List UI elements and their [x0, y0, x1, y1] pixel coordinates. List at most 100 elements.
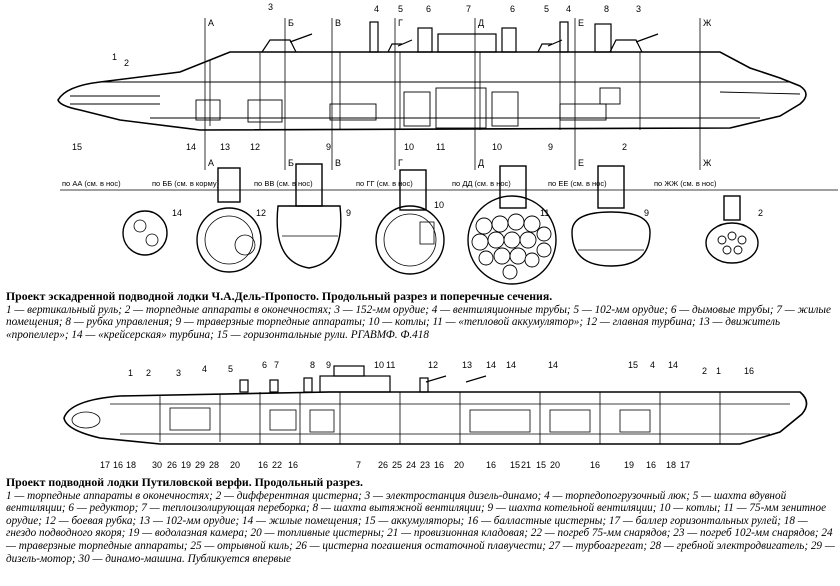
- callout: 15: [72, 142, 82, 152]
- section-mark: Б: [288, 18, 294, 28]
- callout: 2: [758, 208, 763, 218]
- figure2-longitudinal-section: 1 2 3 4 5 6 7 8 9 10 11 12 13 14 14 14 1…: [63, 360, 808, 470]
- callout: 6: [426, 4, 431, 14]
- section-mark: В: [335, 158, 341, 168]
- callout: 20: [454, 460, 464, 470]
- callout: 9: [326, 142, 331, 152]
- callout: 7: [356, 460, 361, 470]
- callout: 15: [628, 360, 638, 370]
- callout: 5: [544, 4, 549, 14]
- callout: 17: [100, 460, 110, 470]
- callout: 14: [668, 360, 678, 370]
- callout: 8: [310, 360, 315, 370]
- section-mark: Г: [398, 158, 403, 168]
- callout: 9: [548, 142, 553, 152]
- callout: 14: [186, 142, 196, 152]
- callout: 12: [250, 142, 260, 152]
- callout: 13: [462, 360, 472, 370]
- callout: 10: [434, 200, 444, 210]
- figure1-caption: Проект эскадренной подводной лодки Ч.А.Д…: [6, 290, 836, 341]
- callout: 14: [548, 360, 558, 370]
- section-label: по ВВ (см. в нос): [254, 179, 313, 188]
- callout: 14: [486, 360, 496, 370]
- section-mark: Б: [288, 158, 294, 168]
- callout: 3: [268, 2, 273, 12]
- callout: 20: [550, 460, 560, 470]
- callout: 2: [124, 58, 129, 68]
- callout: 2: [702, 366, 707, 376]
- section-label: по АА (см. в нос): [62, 179, 121, 188]
- section-label: по ББ (см. в корму): [152, 179, 220, 188]
- callout: 20: [230, 460, 240, 470]
- callout: 9: [326, 360, 331, 370]
- section-label: по ДД (см. в нос): [452, 179, 511, 188]
- callout: 16: [646, 460, 656, 470]
- callout: 4: [566, 4, 571, 14]
- callout: 5: [228, 364, 233, 374]
- callout: 7: [274, 360, 279, 370]
- figure1-legend: 1 — вертикальный руль; 2 — торпедные апп…: [6, 303, 831, 341]
- callout: 10: [404, 142, 414, 152]
- callout: 29: [195, 460, 205, 470]
- callout: 19: [181, 460, 191, 470]
- callout: 12: [428, 360, 438, 370]
- callout: 11: [386, 360, 395, 370]
- callout: 11: [436, 142, 445, 152]
- callout: 1: [716, 366, 721, 376]
- callout: 4: [202, 364, 207, 374]
- callout: 22: [272, 460, 282, 470]
- callout: 16: [486, 460, 496, 470]
- figure2-legend: 1 — торпедные аппараты в оконечностях; 2…: [6, 489, 835, 565]
- callout: 14: [172, 208, 182, 218]
- callout: 5: [398, 4, 403, 14]
- callout: 12: [256, 208, 266, 218]
- callout: 15: [510, 460, 520, 470]
- callout: 6: [510, 4, 515, 14]
- callout: 24: [406, 460, 416, 470]
- figure1-longitudinal-section: А Б В Г Д Е Ж А Б В Г Д Е Ж 1 2 3 4 5 6 …: [57, 2, 807, 170]
- callout: 2: [622, 142, 627, 152]
- callout: 3: [636, 4, 641, 14]
- figure2-caption: Проект подводной лодки Путиловской верфи…: [6, 476, 836, 565]
- callout: 16: [590, 460, 600, 470]
- callout: 18: [126, 460, 136, 470]
- callout: 9: [644, 208, 649, 218]
- callout: 17: [680, 460, 690, 470]
- callout: 8: [604, 4, 609, 14]
- callout: 14: [506, 360, 516, 370]
- section-mark: Г: [398, 18, 403, 28]
- callout: 15: [536, 460, 546, 470]
- callout: 9: [346, 208, 351, 218]
- figure2-title: Проект подводной лодки Путиловской верфи…: [6, 475, 363, 489]
- callout: 26: [378, 460, 388, 470]
- callout: 1: [128, 368, 133, 378]
- callout: 10: [374, 360, 384, 370]
- section-label: по ЕЕ (см. в нос): [548, 179, 607, 188]
- section-mark: Д: [478, 18, 484, 28]
- callout: 16: [113, 460, 123, 470]
- callout: 2: [146, 368, 151, 378]
- callout: 23: [420, 460, 430, 470]
- section-mark: А: [208, 158, 214, 168]
- callout: 16: [744, 366, 754, 376]
- callout: 13: [220, 142, 230, 152]
- callout: 25: [392, 460, 402, 470]
- callout: 11: [540, 208, 549, 218]
- callout: 21: [521, 460, 531, 470]
- callout: 4: [374, 4, 379, 14]
- callout: 7: [466, 4, 471, 14]
- callout: 16: [258, 460, 268, 470]
- section-mark: Ж: [703, 158, 712, 168]
- figure1-title: Проект эскадренной подводной лодки Ч.А.Д…: [6, 289, 553, 303]
- section-mark: Д: [478, 158, 484, 168]
- callout: 16: [288, 460, 298, 470]
- callout: 10: [492, 142, 502, 152]
- section-mark: А: [208, 18, 214, 28]
- section-label: по ЖЖ (см. в нос): [654, 179, 717, 188]
- figure1-cross-sections: по АА (см. в нос) по ББ (см. в корму) по…: [60, 163, 838, 285]
- callout: 3: [176, 368, 181, 378]
- section-mark: В: [335, 18, 341, 28]
- callout: 6: [262, 360, 267, 370]
- callout: 16: [434, 460, 444, 470]
- callout: 30: [152, 460, 162, 470]
